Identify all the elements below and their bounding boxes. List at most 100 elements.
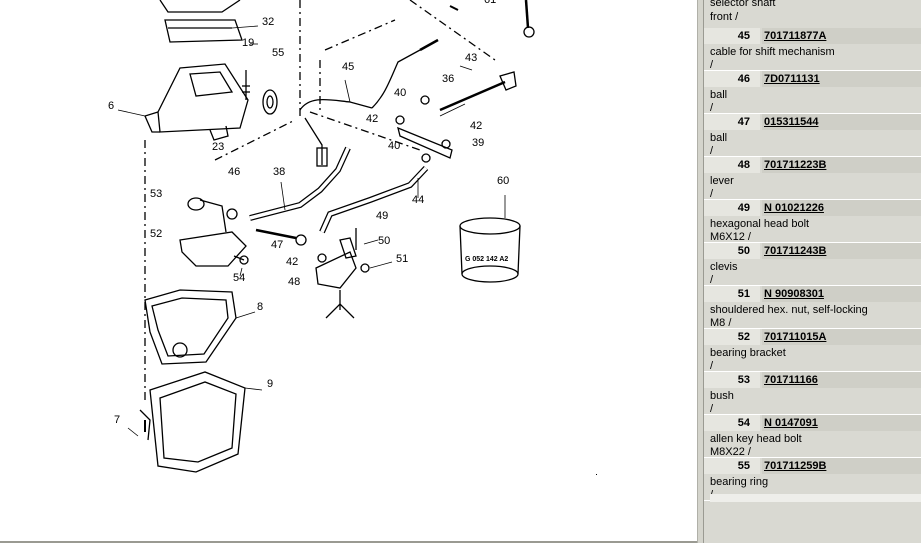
part-extra: / (710, 188, 714, 200)
list-item: 47 015311544 ball / (704, 114, 921, 157)
part-extra: / (710, 360, 714, 372)
part-number-link[interactable]: 701711015A (764, 331, 827, 343)
part-number-cell: 701711166 (762, 372, 921, 388)
callout-42-left[interactable]: 42 (366, 113, 379, 125)
part-desc: hexagonal head bolt (710, 218, 810, 230)
callout-50[interactable]: 50 (378, 235, 391, 247)
part-extra: M8 / (710, 317, 732, 329)
callout-42[interactable]: 42 (470, 120, 483, 132)
part-desc: bearing ring (710, 476, 769, 488)
part-desc: bush (710, 390, 734, 402)
callout-46[interactable]: 46 (228, 166, 241, 178)
diagram-bottom-border (0, 541, 697, 543)
callout-55[interactable]: 55 (272, 47, 285, 59)
parts-list-panel[interactable]: selector shaft front / 45 701711877A cab… (704, 0, 921, 543)
part-number-link[interactable]: 701711877A (764, 30, 827, 42)
callout-60[interactable]: 60 (497, 175, 510, 187)
part-desc: bearing bracket (710, 347, 786, 359)
part-number-cell: 701711259B (762, 458, 921, 474)
callout-23[interactable]: 23 (212, 141, 225, 153)
item-number-cell: 53 (704, 372, 760, 388)
part-extra: / (710, 102, 714, 114)
item-number-cell: 47 (704, 114, 760, 130)
callout-7[interactable]: 7 (114, 414, 121, 426)
item-number-cell: 45 (704, 28, 760, 44)
parts-list: selector shaft front / 45 701711877A cab… (704, 0, 921, 501)
ring-stamp-text: G 052 142 A2 (465, 256, 509, 263)
list-item: 51 N 90908301 shouldered hex. nut, self-… (704, 286, 921, 329)
part-number-link[interactable]: 7D0711131 (764, 73, 820, 85)
callout-51[interactable]: 51 (396, 253, 409, 265)
part-number-cell: 701711877A (762, 28, 921, 44)
callout-36[interactable]: 36 (442, 73, 455, 85)
callout-32[interactable]: 32 (262, 16, 275, 28)
part-number-link[interactable]: 701711243B (764, 245, 827, 257)
item-number-cell: 51 (704, 286, 760, 302)
part-number-link[interactable]: N 90908301 (764, 288, 824, 300)
item-number: 52 (737, 331, 750, 343)
callout-48[interactable]: 48 (288, 276, 301, 288)
item-number: 55 (737, 460, 750, 472)
item-number: 50 (737, 245, 750, 257)
list-item: 48 701711223B lever / (704, 157, 921, 200)
item-number-cell: 52 (704, 329, 760, 345)
part-desc: ball (710, 89, 728, 101)
part-number-link[interactable]: N 0147091 (764, 417, 818, 429)
part-number-cell: N 01021226 (762, 200, 921, 216)
callout-9[interactable]: 9 (267, 378, 274, 390)
callout-54[interactable]: 54 (233, 272, 246, 284)
callout-52[interactable]: 52 (150, 228, 163, 240)
item-number: 46 (737, 73, 750, 85)
callout-45[interactable]: 45 (342, 61, 355, 73)
callout-49[interactable]: 49 (376, 210, 389, 222)
part-number-link[interactable]: 701711223B (764, 159, 827, 171)
item-number-cell: 46 (704, 71, 760, 87)
callout-19[interactable]: 19 (242, 37, 255, 49)
callout-39[interactable]: 39 (472, 137, 485, 149)
part-desc: selector shaft (710, 0, 776, 9)
callout-40[interactable]: 40 (394, 87, 407, 99)
part-number-link[interactable]: 701711259B (764, 460, 827, 472)
diagram-drawing (117, 0, 597, 475)
part-number-cell: 7D0711131 (762, 71, 921, 87)
callout-6[interactable]: 6 (108, 100, 115, 112)
part-number-link[interactable]: 701711166 (764, 374, 818, 386)
callout-44[interactable]: 44 (412, 194, 425, 206)
item-number-cell: 50 (704, 243, 760, 259)
item-number: 45 (737, 30, 750, 42)
part-number-cell: 015311544 (762, 114, 921, 130)
list-item: 53 701711166 bush / (704, 372, 921, 415)
item-number: 49 (737, 202, 750, 214)
callout-40-lower[interactable]: 40 (388, 140, 401, 152)
list-end-bar (710, 494, 921, 502)
list-item-previous: selector shaft front / (704, 0, 921, 28)
panel-divider-handle[interactable] (697, 0, 704, 543)
callout-38[interactable]: 38 (273, 166, 286, 178)
part-extra: / (710, 145, 714, 157)
exploded-parts-diagram[interactable]: 32 19 55 6 45 36 43 40 42 42 40 39 23 46… (0, 0, 697, 543)
part-extra: front / (710, 11, 739, 23)
list-item: 50 701711243B clevis / (704, 243, 921, 286)
callout-61[interactable]: 61 (484, 0, 497, 6)
part-number-cell: 701711243B (762, 243, 921, 259)
part-extra: / (710, 403, 714, 415)
part-number-link[interactable]: N 01021226 (764, 202, 824, 214)
item-number: 47 (737, 116, 750, 128)
callout-42-bottom[interactable]: 42 (286, 256, 299, 268)
part-desc: lever (710, 175, 734, 187)
callout-47[interactable]: 47 (271, 239, 284, 251)
item-number-cell: 55 (704, 458, 760, 474)
item-number-cell: 49 (704, 200, 760, 216)
part-number-cell: 701711015A (762, 329, 921, 345)
part-desc: allen key head bolt (710, 433, 802, 445)
callout-43[interactable]: 43 (465, 52, 478, 64)
list-item: 45 701711877A cable for shift mechanism … (704, 28, 921, 71)
callout-8[interactable]: 8 (257, 301, 264, 313)
part-desc: clevis (710, 261, 738, 273)
part-number-link[interactable]: 015311544 (764, 116, 819, 128)
callout-53[interactable]: 53 (150, 188, 163, 200)
item-number-cell: 54 (704, 415, 760, 431)
part-extra: / (710, 59, 714, 71)
item-number: 48 (737, 159, 750, 171)
list-item: 54 N 0147091 allen key head bolt M8X22 / (704, 415, 921, 458)
